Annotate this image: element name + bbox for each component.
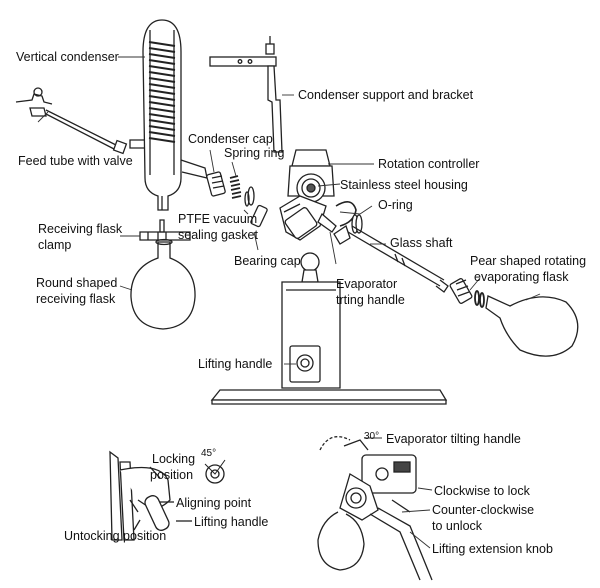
detail-left-drawing xyxy=(109,450,226,541)
glass-shaft-drawing xyxy=(333,224,449,293)
label-counter-1: Counter-clockwise xyxy=(432,503,535,517)
label-condenser-cap: Condenser cap xyxy=(188,132,273,146)
label-lifting-handle-detail: Lifting handle xyxy=(194,515,269,529)
ptfe-gasket-drawing xyxy=(244,186,255,207)
leader-lines-main xyxy=(37,56,541,365)
label-bearing-cap: Bearing cap xyxy=(234,254,301,268)
detail-right-drawing xyxy=(317,436,433,581)
label-unlocking-position: Untocking position xyxy=(64,529,167,543)
vertical-condenser-drawing xyxy=(129,19,208,211)
pear-flask-drawing xyxy=(449,278,579,357)
label-locking-2: position xyxy=(150,468,194,482)
label-receiving-clamp-1: Receiving flask xyxy=(38,222,123,236)
label-pear-flask-2: evaporating flask xyxy=(474,270,569,284)
label-pear-flask-1: Pear shaped rotating xyxy=(470,254,587,268)
label-spring-ring: Spring ring xyxy=(224,146,285,160)
label-angle-30: 30° xyxy=(364,431,380,442)
condenser-cap-drawing xyxy=(206,171,226,197)
label-lifting-knob: Lifting extension knob xyxy=(432,542,553,556)
label-stainless-housing: Stainless steel housing xyxy=(340,178,468,192)
feed-tube-drawing xyxy=(15,87,128,155)
receiving-clamp-drawing xyxy=(139,219,191,241)
label-locking-1: Locking xyxy=(152,452,196,466)
label-receiving-clamp-2: clamp xyxy=(38,238,72,252)
label-o-ring: O-ring xyxy=(378,198,413,212)
label-rotation-controller: Rotation controller xyxy=(378,157,480,171)
condenser-support-drawing xyxy=(209,36,283,153)
label-angle-45: 45° xyxy=(201,448,217,459)
rotation-controller-drawing xyxy=(279,149,357,241)
lift-body-drawing xyxy=(210,252,448,405)
label-tilting-handle-1: Evaporator xyxy=(336,277,398,291)
label-clockwise: Clockwise to lock xyxy=(434,484,530,498)
label-vertical-condenser: Vertical condenser xyxy=(16,50,119,64)
label-tilting-handle-2: trting handle xyxy=(336,293,405,307)
label-round-flask-1: Round shaped xyxy=(36,276,118,290)
label-round-flask-2: receiving flask xyxy=(36,292,116,306)
label-ptfe-gasket-2: sealing gasket xyxy=(178,228,258,242)
label-glass-shaft: Glass shaft xyxy=(390,236,453,250)
label-feed-tube: Feed tube with valve xyxy=(18,154,133,168)
bearing-cap-drawing xyxy=(250,204,268,228)
label-tilting-handle-detail: Evaporator tilting handle xyxy=(386,432,521,446)
spring-ring-drawing xyxy=(229,175,242,199)
label-counter-2: to unlock xyxy=(432,519,483,533)
label-condenser-support: Condenser support and bracket xyxy=(298,88,474,102)
round-flask-drawing xyxy=(130,238,196,330)
label-ptfe-gasket-1: PTFE vacuum xyxy=(178,212,258,226)
label-aligning-point: Aligning point xyxy=(176,496,252,510)
label-lifting-handle-main: Lifting handle xyxy=(198,357,273,371)
